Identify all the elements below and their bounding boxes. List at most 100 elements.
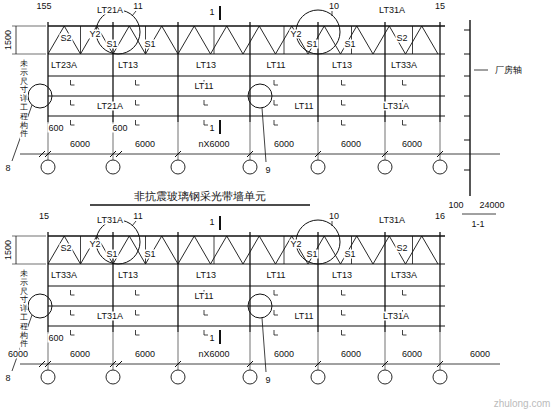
leader-line (132, 11, 136, 16)
drawing-label: 6000 (134, 140, 156, 149)
drawing-label: LT31A (96, 312, 124, 321)
angle-mark (136, 315, 140, 316)
angle-mark (274, 295, 278, 296)
angle-mark (71, 125, 75, 126)
drawing-label: LT13 (195, 271, 217, 280)
angle-mark (204, 105, 208, 106)
drawing-label: 9 (264, 376, 271, 385)
drawing-label: LT31A (382, 102, 410, 111)
drawing-label: 1 (208, 218, 215, 227)
wall-column (249, 232, 250, 332)
drawing-label: LT13 (331, 61, 353, 70)
angle-mark (274, 125, 278, 126)
drawing-label: LT33A (50, 271, 78, 280)
angle-mark (70, 310, 71, 315)
dimension-line (20, 154, 500, 155)
drawing-label: 6000 (340, 140, 362, 149)
angle-mark (135, 120, 136, 125)
dimension-tick (39, 151, 45, 157)
drawing-label: LT11 (265, 271, 286, 280)
drawing-label: 6000 (69, 140, 91, 149)
drawing-label: LT11 (193, 292, 214, 301)
axis-circle (311, 160, 325, 174)
angle-mark (341, 330, 342, 335)
angle-mark (136, 335, 140, 336)
drawing-label: 10 (328, 212, 340, 221)
axis-circle (433, 160, 447, 174)
axis-circle (378, 370, 392, 384)
drawing-label: S1 (343, 40, 356, 49)
drawing-label: 9 (264, 166, 271, 175)
detail-circle (28, 84, 52, 108)
drawing-label: LT33A (390, 61, 418, 70)
angle-mark (70, 330, 71, 335)
axis-circle (433, 370, 447, 384)
detail-circle (96, 10, 140, 54)
wall-column (439, 22, 440, 122)
angle-mark (204, 100, 205, 105)
drawing-label: LT13 (195, 61, 217, 70)
drawing-label: S1 (143, 250, 156, 259)
drawing-label: S1 (343, 250, 356, 259)
drawing-label: 6000 (273, 140, 295, 149)
angle-mark (274, 290, 275, 295)
drawing-label: S1 (143, 40, 156, 49)
angle-mark (341, 310, 342, 315)
leader-line (132, 221, 136, 226)
angle-mark (70, 120, 71, 125)
truss-vertical (80, 236, 81, 264)
detail-circle (28, 294, 52, 318)
section-mark (219, 330, 221, 344)
extension-line (113, 332, 114, 370)
section-girt (464, 54, 470, 55)
drawing-label: 6000 (401, 140, 423, 149)
wall-column (177, 22, 178, 122)
angle-mark (403, 335, 407, 336)
angle-mark (204, 315, 208, 316)
drawing-label: 11 (132, 2, 143, 11)
drawing-label: LT31A (96, 216, 124, 225)
extension-line (250, 122, 251, 160)
drawing-label: LT21A (96, 6, 124, 15)
section-mark (219, 6, 221, 20)
detail-circle (96, 220, 140, 264)
angle-mark (71, 85, 75, 86)
angle-mark (342, 315, 346, 316)
drawing-label: 8 (4, 374, 11, 383)
extension-line (250, 332, 251, 370)
angle-mark (402, 120, 403, 125)
drawing-label: 600 (47, 124, 64, 133)
angle-mark (274, 105, 278, 106)
drawing-label: S1 (305, 40, 318, 49)
angle-mark (341, 100, 342, 105)
drawing-label: LT11 (293, 102, 314, 111)
angle-mark (204, 125, 208, 126)
note-text: 未示尺寸详工程构件 (20, 60, 28, 139)
detail-circle (296, 10, 340, 54)
wall-column (439, 232, 440, 332)
angle-mark (70, 100, 71, 105)
extension-line (440, 332, 441, 370)
section-girt (464, 116, 470, 117)
drawing-label: LT13 (117, 61, 139, 70)
wall-column (249, 22, 250, 122)
wall-elevation (12, 6, 500, 174)
angle-mark (274, 330, 275, 335)
angle-mark (342, 105, 346, 106)
drawing-label: 8 (4, 164, 11, 173)
leader-line (332, 221, 333, 226)
angle-mark (342, 295, 346, 296)
dimension-tick (116, 361, 122, 367)
angle-mark (274, 100, 275, 105)
axis-circle (41, 160, 55, 174)
drawing-label: LT21A (96, 102, 124, 111)
section-mark (219, 120, 221, 134)
extension-line (12, 264, 46, 265)
angle-mark (402, 80, 403, 85)
angle-mark (135, 290, 136, 295)
wall-column (47, 22, 48, 122)
truss-vertical (80, 26, 81, 54)
drawing-label: LT11 (293, 312, 314, 321)
title-underline (462, 214, 496, 215)
angle-mark (403, 295, 407, 296)
